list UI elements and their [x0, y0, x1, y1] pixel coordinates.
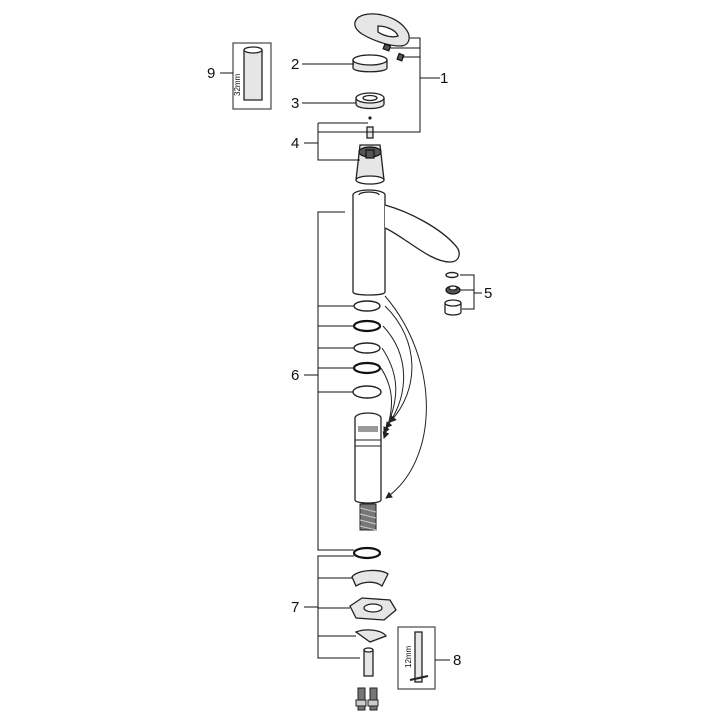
cap-part-2	[352, 54, 388, 73]
callout-7: 7	[291, 599, 299, 616]
hose-ends	[355, 687, 379, 711]
lever-handle	[354, 13, 410, 62]
callout-2: 2	[291, 56, 299, 73]
callout-labels: 1 2 3 4 5 6 7 8 9	[207, 56, 492, 669]
spout-body	[352, 189, 460, 296]
callout-9: 9	[207, 65, 215, 82]
hose-connector	[354, 412, 382, 504]
nut-part-3	[355, 92, 385, 110]
callout-6: 6	[291, 367, 299, 384]
braided-hose	[359, 503, 377, 531]
fixing-set-part-7	[349, 546, 397, 677]
cartridge-part-4	[355, 116, 385, 185]
tool-9-box: 32mm	[232, 42, 272, 110]
callout-5: 5	[484, 285, 492, 302]
callout-1: 1	[440, 70, 448, 87]
tool-9-size-label: 32mm	[233, 73, 242, 96]
tool-8-box: 12mm	[397, 626, 436, 690]
leader-lines	[220, 37, 482, 661]
callout-3: 3	[291, 95, 299, 112]
assembly-arrows	[380, 295, 427, 499]
aerator-part-5	[444, 271, 462, 316]
o-rings-part-6	[352, 300, 382, 399]
callout-8: 8	[453, 652, 461, 669]
tool-8-size-label: 12mm	[404, 645, 413, 668]
callout-4: 4	[291, 135, 299, 152]
